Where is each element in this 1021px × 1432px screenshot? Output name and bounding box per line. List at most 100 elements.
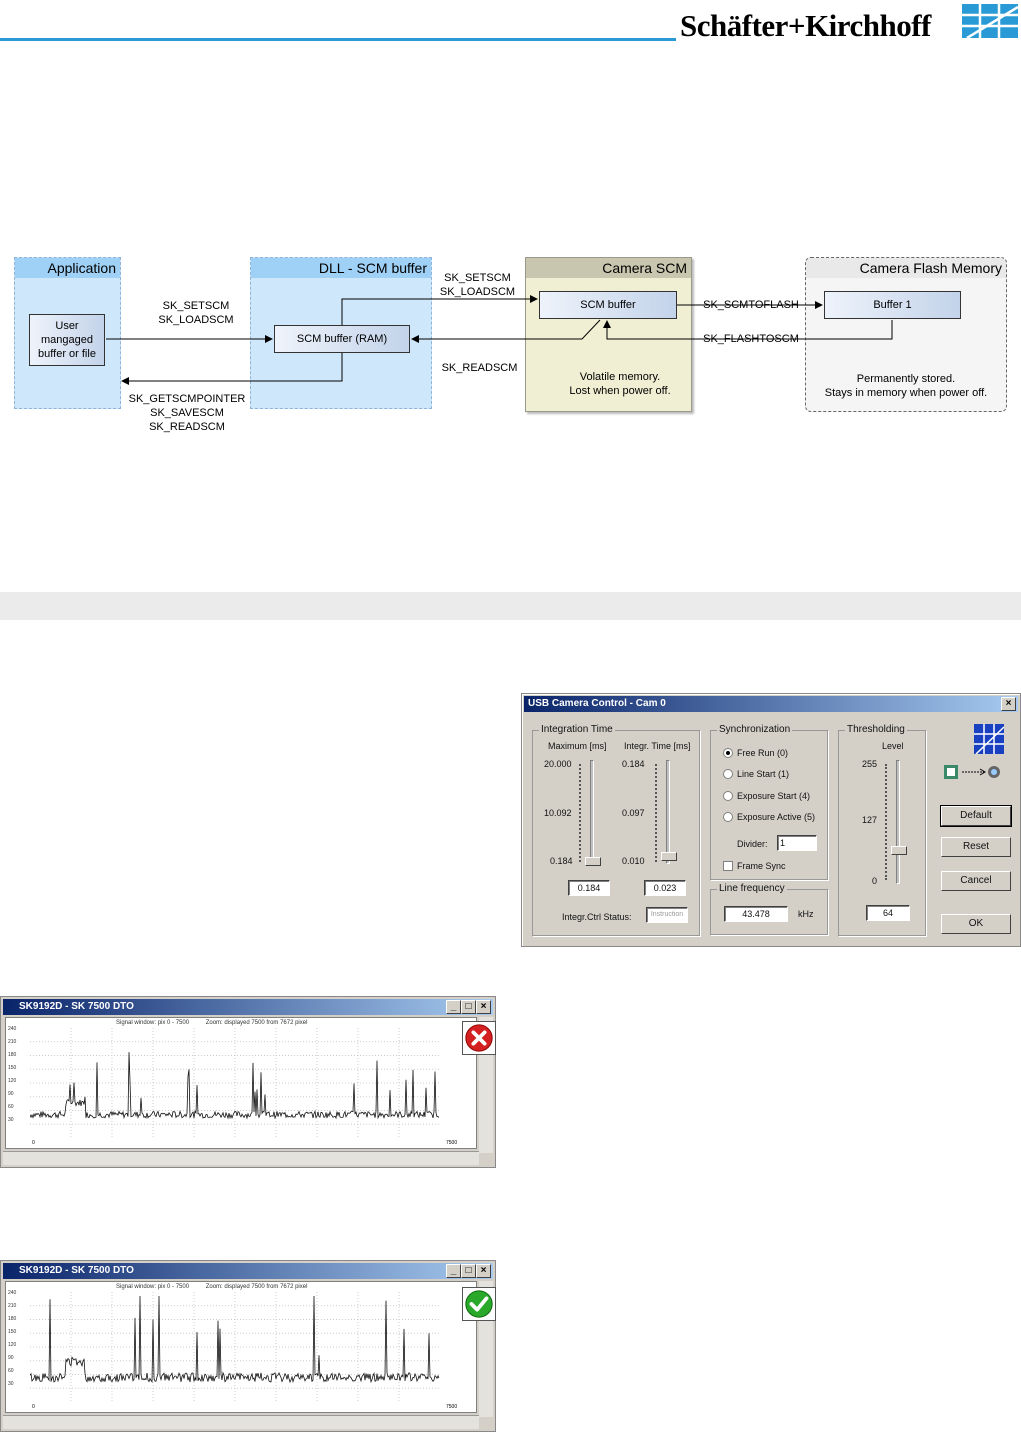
max-slider-track[interactable] (590, 760, 594, 864)
radio-exposure-start[interactable] (723, 791, 733, 801)
radio-line-start[interactable] (723, 769, 733, 779)
plot-info: Signal window: pix 0 - 7500 Zoom: displa… (116, 1020, 308, 1026)
maximize-button[interactable]: □ (461, 1000, 476, 1014)
max-value-field[interactable]: 0.184 (568, 880, 610, 896)
frame-sync-checkbox[interactable] (723, 861, 733, 871)
reset-button[interactable]: Reset (941, 837, 1011, 857)
y-tick: 210 (8, 1303, 17, 1309)
plot-window-error: SK9192D - SK 7500 DTO _ □ × Signal windo… (0, 996, 496, 1168)
line-frequency-title: Line frequency (717, 883, 787, 894)
plot-area: Signal window: pix 0 - 7500 Zoom: displa… (5, 1281, 477, 1413)
y-tick: 30 (8, 1381, 14, 1387)
app-to-dll-label: SK_SETSCM SK_LOADSCM (158, 300, 234, 326)
error-icon (462, 1021, 496, 1055)
max-slider-thumb[interactable] (585, 857, 601, 866)
flash-panel: Camera Flash Memory (805, 257, 1007, 412)
y-axis-ticks: 240 210 180 150 120 90 60 30 (8, 1026, 26, 1130)
x-tick-end: 7500 (446, 1140, 458, 1146)
threshold-tick-mid: 127 (862, 815, 878, 825)
y-tick: 240 (8, 1026, 17, 1032)
user-buffer-box: User mangaged buffer or file (29, 314, 105, 366)
maximum-label: Maximum [ms] (548, 741, 607, 751)
line-frequency-field: 43.478 (724, 906, 788, 922)
plot-area: Signal window: pix 0 - 7500 Zoom: displa… (5, 1017, 477, 1149)
close-button[interactable]: × (1001, 697, 1016, 711)
y-tick: 180 (8, 1316, 17, 1322)
synchronization-title: Synchronization (717, 724, 793, 735)
signal-plot (30, 1292, 440, 1402)
integr-tick-top: 0.184 (622, 759, 645, 769)
x-tick-end: 7500 (446, 1404, 458, 1410)
y-tick: 180 (8, 1052, 17, 1058)
threshold-slider-thumb[interactable] (891, 846, 907, 855)
y-tick: 60 (8, 1368, 14, 1374)
plot-window-title: SK9192D - SK 7500 DTO (3, 999, 493, 1015)
minimize-button[interactable]: _ (446, 1000, 461, 1014)
threshold-tick-bottom: 0 (872, 876, 878, 886)
maximize-button[interactable]: □ (461, 1264, 476, 1278)
arrow-from-flash (603, 320, 893, 340)
line-frequency-group: Line frequency (710, 883, 828, 935)
max-tick-mid: 10.092 (544, 808, 572, 818)
signal-line (30, 1295, 440, 1384)
application-title: Application (15, 258, 120, 278)
integration-time-group: Integration Time (532, 724, 700, 936)
cancel-button[interactable]: Cancel (941, 871, 1011, 891)
close-button[interactable]: × (476, 1264, 491, 1278)
dialog-title: USB Camera Control - Cam 0 (524, 696, 1018, 712)
integr-slider-thumb[interactable] (661, 852, 677, 861)
y-tick: 90 (8, 1091, 14, 1097)
ok-button[interactable]: OK (941, 914, 1011, 934)
arrow-dll-to-app (121, 353, 343, 385)
usb-camera-control-dialog: USB Camera Control - Cam 0 × Integration… (521, 693, 1021, 947)
y-tick: 90 (8, 1355, 14, 1361)
volatile-note: Volatile memory. Lost when power off. (569, 371, 671, 397)
integr-value-field[interactable]: 0.023 (644, 880, 686, 896)
integration-time-title: Integration Time (539, 724, 615, 735)
divider-field[interactable]: 1 (777, 835, 817, 851)
x-tick-start: 0 (32, 1140, 35, 1146)
threshold-value-field[interactable]: 64 (866, 905, 910, 921)
radio-exposure-active-label: Exposure Active (5) (737, 812, 816, 822)
horizontal-scrollbar[interactable] (3, 1415, 479, 1429)
default-button[interactable]: Default (940, 805, 1012, 827)
integr-tick-bottom: 0.010 (622, 856, 645, 866)
dll-to-app-label: SK_GETSCMPOINTER SK_SAVESCM SK_READSCM (128, 393, 246, 433)
x-tick-start: 0 (32, 1404, 35, 1410)
minimize-button[interactable]: _ (446, 1264, 461, 1278)
signal-plot (30, 1028, 440, 1138)
y-tick: 120 (8, 1342, 17, 1348)
dll-title: DLL - SCM buffer (251, 258, 431, 278)
integr-slider-track[interactable] (666, 760, 670, 864)
integr-ticks (655, 764, 657, 862)
radio-free-run-label: Free Run (0) (737, 748, 789, 758)
integr-time-label: Integr. Time [ms] (624, 741, 691, 751)
y-tick: 210 (8, 1039, 17, 1045)
frame-sync-label: Frame Sync (737, 861, 786, 871)
radio-exposure-active[interactable] (723, 812, 733, 822)
arrow-cam-to-dll (411, 319, 601, 343)
flash-title: Camera Flash Memory (806, 258, 1006, 278)
max-tick-top: 20.000 (544, 759, 572, 769)
plot-info: Signal window: pix 0 - 7500 Zoom: displa… (116, 1284, 308, 1290)
y-tick: 150 (8, 1065, 17, 1071)
radio-free-run[interactable] (723, 748, 733, 758)
y-axis-ticks: 240 210 180 150 120 90 60 30 (8, 1290, 26, 1394)
horizontal-scrollbar[interactable] (3, 1151, 479, 1165)
close-button[interactable]: × (476, 1000, 491, 1014)
camera-scm-panel: Camera SCM (525, 257, 692, 412)
y-tick: 60 (8, 1104, 14, 1110)
line-frequency-unit: kHz (798, 909, 814, 919)
level-label: Level (882, 741, 904, 751)
plot-window-ok: SK9192D - SK 7500 DTO _ □ × Signal windo… (0, 1260, 496, 1432)
divider-label: Divider: (737, 839, 768, 849)
header-rule (0, 38, 676, 41)
cam-to-dll-label: SK_READSCM (441, 362, 518, 374)
radio-line-start-label: Line Start (1) (737, 769, 790, 779)
arrow-dll-to-cam (341, 295, 538, 325)
threshold-slider-track[interactable] (896, 760, 900, 884)
threshold-ticks (885, 764, 887, 880)
radio-exposure-start-label: Exposure Start (4) (737, 791, 811, 801)
diagram-arrows (106, 295, 893, 385)
thresholding-title: Thresholding (845, 724, 907, 735)
